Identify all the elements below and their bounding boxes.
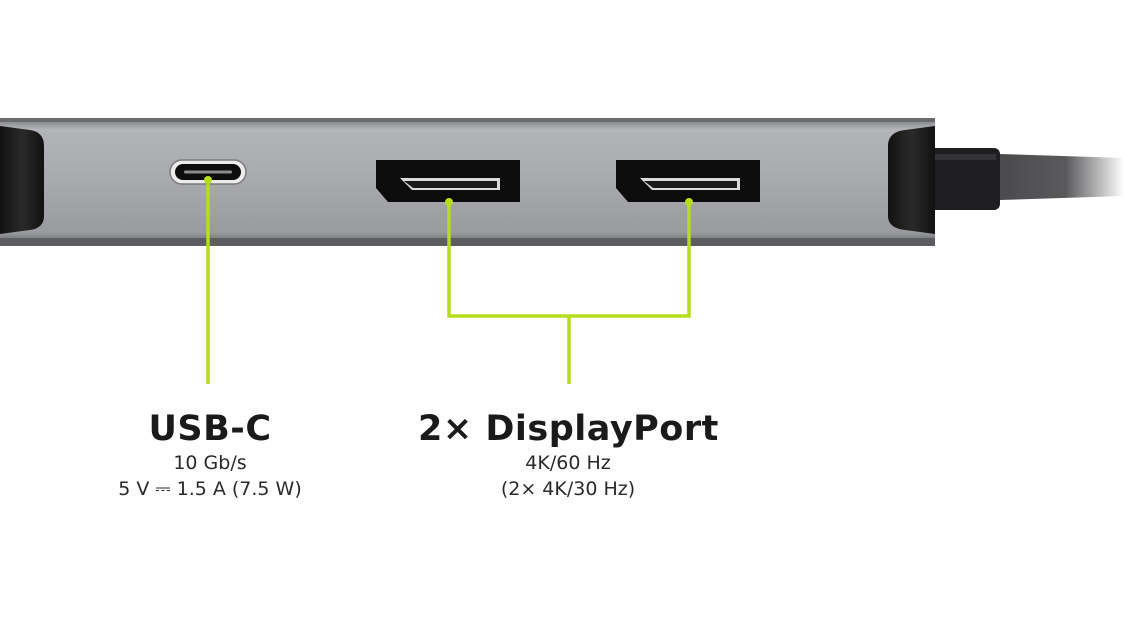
displayport-callout-dot	[445, 198, 453, 206]
usbc-speed: 10 Gb/s	[173, 452, 247, 474]
displayport-port-icon	[616, 160, 760, 202]
displayport-callout-label: 2× DisplayPort 4K/60 Hz (2× 4K/30 Hz)	[418, 408, 718, 502]
usbc-title: USB-C	[148, 409, 272, 449]
cable-icon	[928, 148, 1124, 210]
usbc-callout-dot	[204, 176, 212, 184]
displayport-dual-resolution: (2× 4K/30 Hz)	[500, 478, 636, 500]
displayport-title: 2× DisplayPort	[418, 409, 719, 449]
displayport-single-resolution: 4K/60 Hz	[525, 452, 611, 474]
usb-c-port-icon	[169, 159, 247, 185]
callout-lines	[206, 180, 691, 384]
usbc-callout-label: USB-C 10 Gb/s 5 V ⎓ 1.5 A (7.5 W)	[60, 408, 360, 502]
displayport-port-icon	[376, 160, 520, 202]
displayport-callout-dot	[685, 198, 693, 206]
usbc-power: 5 V ⎓ 1.5 A (7.5 W)	[118, 478, 302, 500]
